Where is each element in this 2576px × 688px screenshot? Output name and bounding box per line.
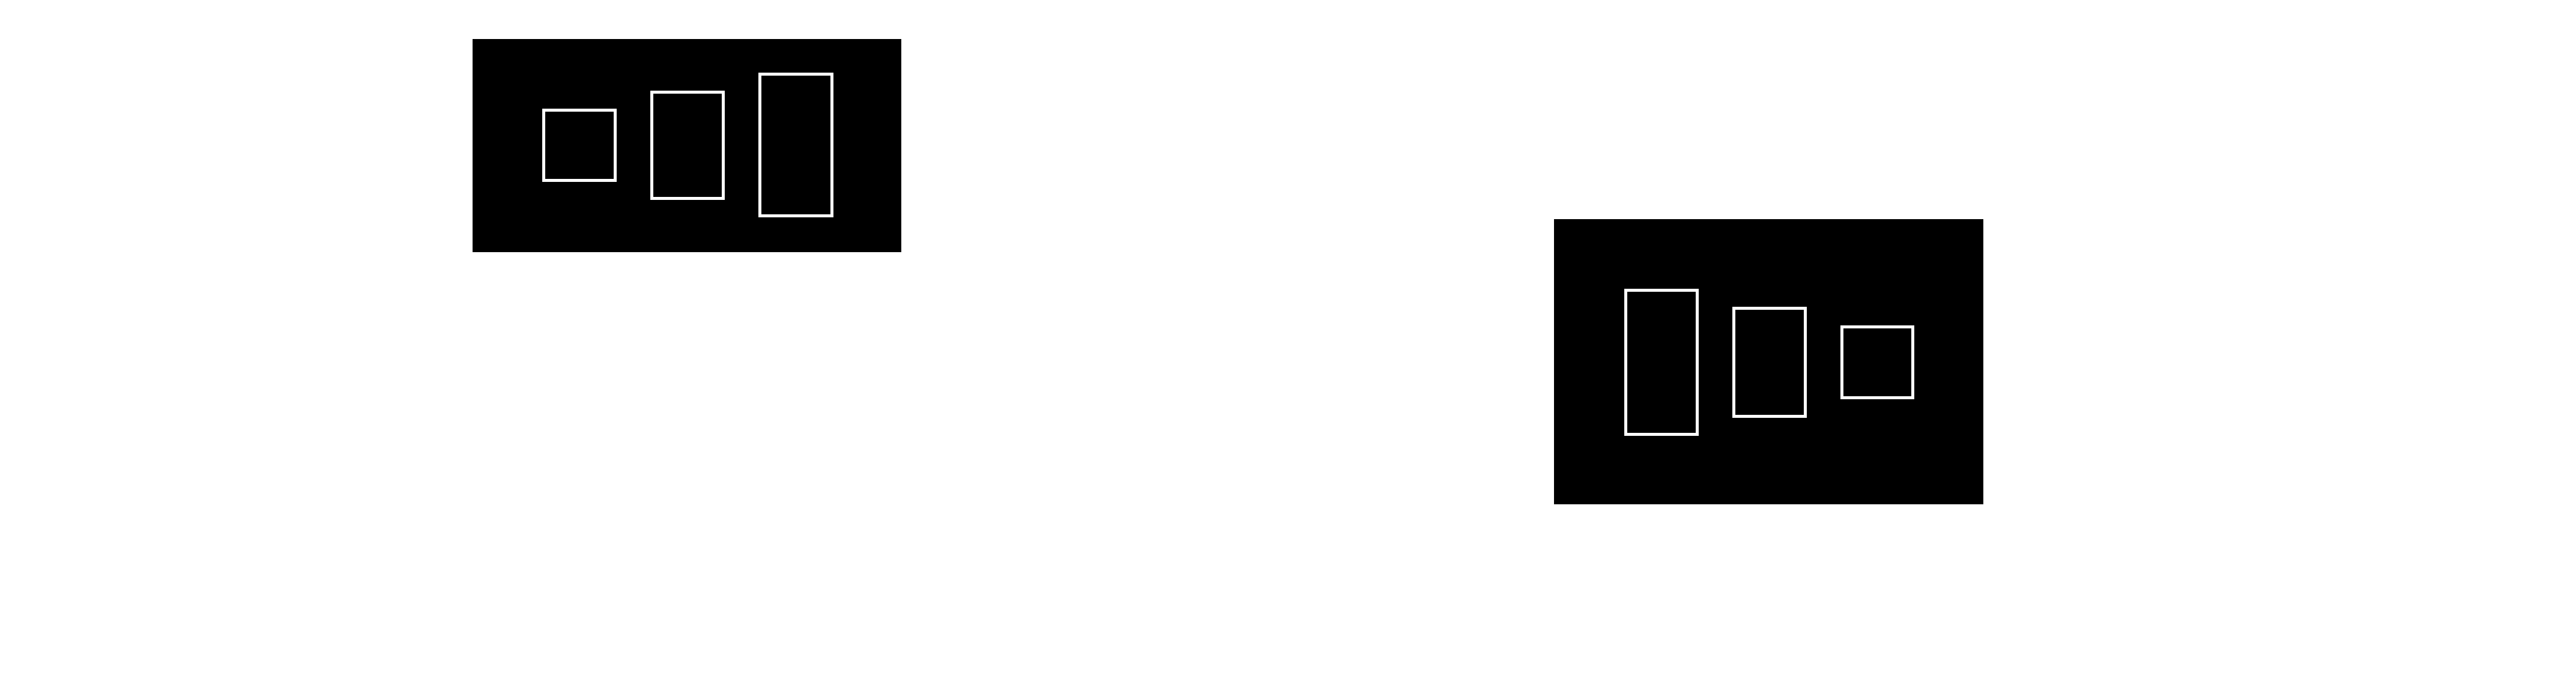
missing-glyph-icon bbox=[758, 73, 833, 217]
missing-glyph-icon bbox=[650, 91, 725, 200]
glyph-panel-right bbox=[1554, 219, 1983, 504]
missing-glyph-icon bbox=[1624, 289, 1699, 436]
missing-glyph-icon bbox=[1732, 307, 1807, 418]
missing-glyph-icon bbox=[542, 109, 617, 182]
missing-glyph-icon bbox=[1840, 325, 1914, 399]
glyph-panel-left bbox=[473, 39, 901, 252]
